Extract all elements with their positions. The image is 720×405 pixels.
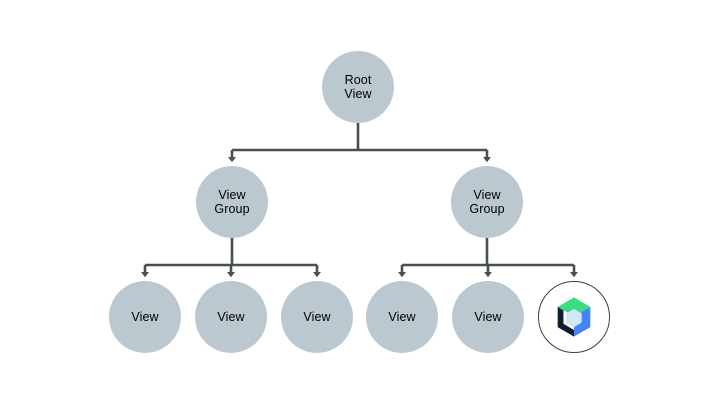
node-view-4-label: View xyxy=(388,309,416,324)
node-view-3-label: View xyxy=(303,309,331,324)
node-view-group-left-label: View Group xyxy=(214,187,250,217)
node-view-5[interactable]: View xyxy=(452,281,524,353)
node-view-3[interactable]: View xyxy=(281,281,353,353)
node-view-group-right-label: View Group xyxy=(469,187,505,217)
node-view-4[interactable]: View xyxy=(366,281,438,353)
node-compose[interactable] xyxy=(538,281,610,353)
node-view-2[interactable]: View xyxy=(195,281,267,353)
jetpack-compose-logo-icon xyxy=(557,297,591,337)
node-view-group-right[interactable]: View Group xyxy=(451,166,523,238)
node-view-group-left[interactable]: View Group xyxy=(196,166,268,238)
node-root-view-label: Root View xyxy=(344,72,372,102)
node-view-2-label: View xyxy=(217,309,245,324)
node-view-5-label: View xyxy=(474,309,502,324)
node-view-1-label: View xyxy=(131,309,159,324)
node-root-view[interactable]: Root View xyxy=(322,51,394,123)
node-view-1[interactable]: View xyxy=(109,281,181,353)
